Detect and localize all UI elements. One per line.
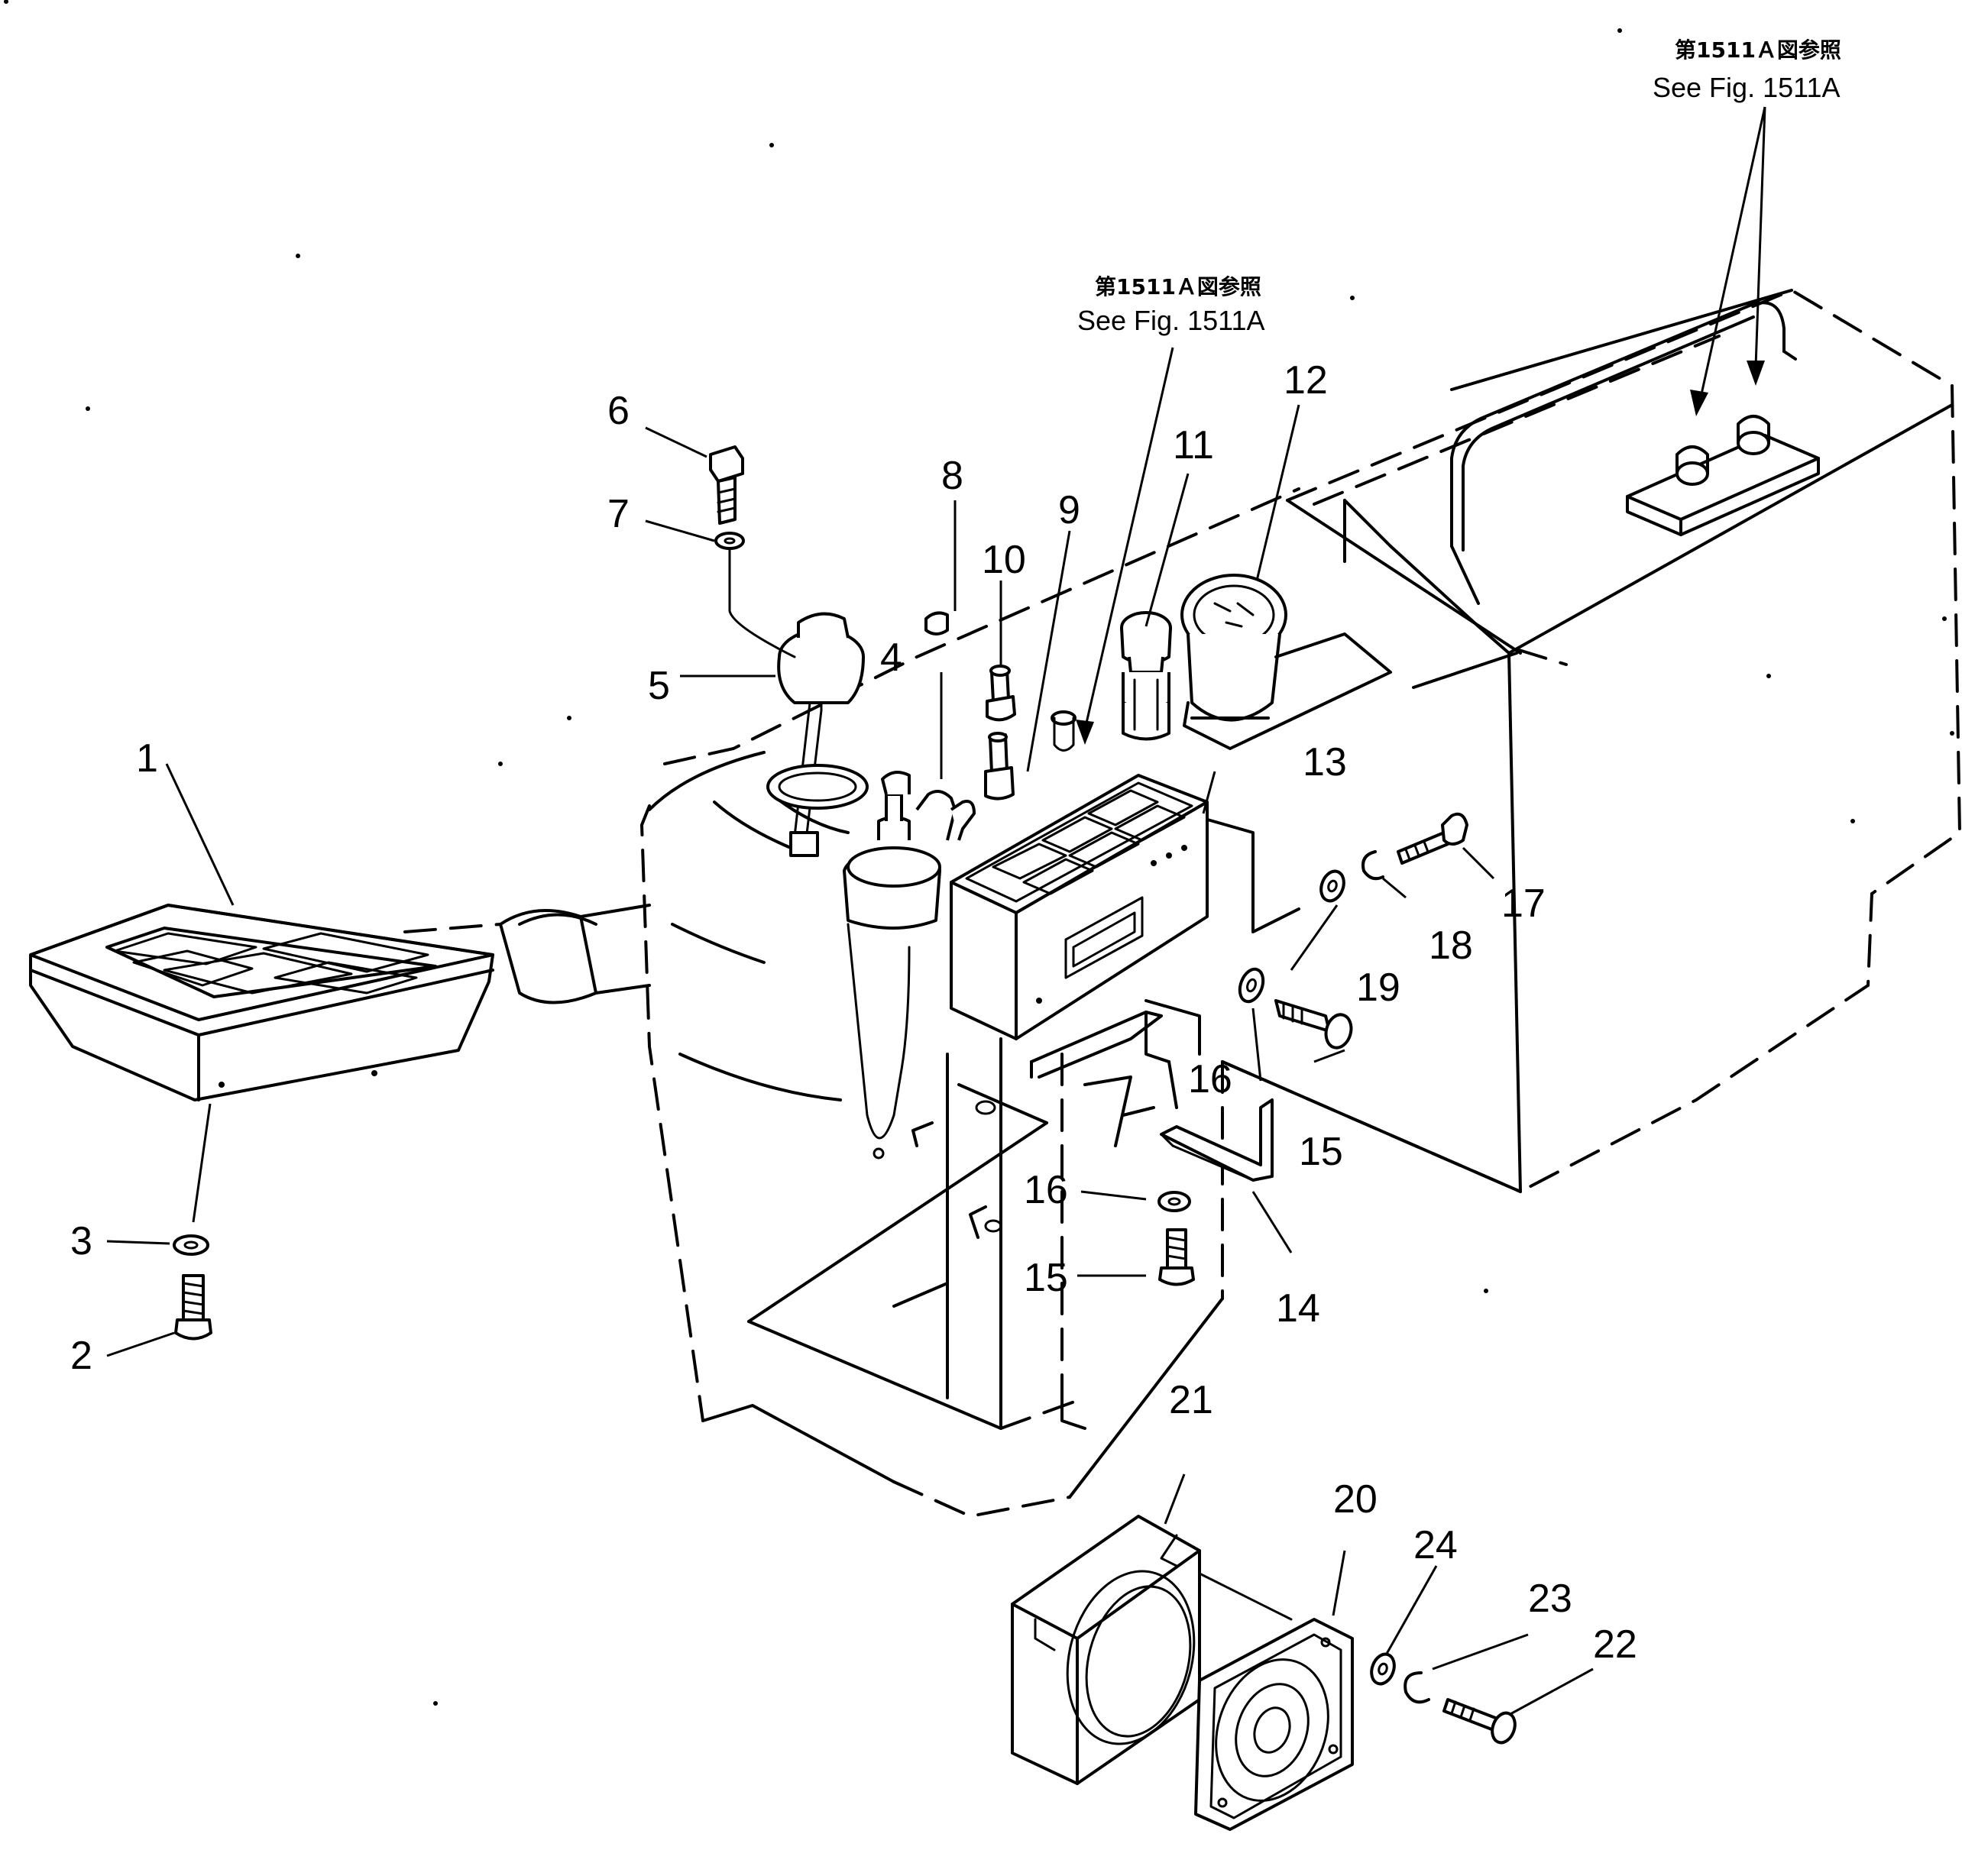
label-part-7: 7: [607, 492, 630, 536]
figure-references: 第1511Ａ図参照 See Fig. 1511A 第1511Ａ図参照 See F…: [1077, 37, 1841, 336]
plug-8: [924, 611, 949, 636]
ref-center-jp: 第1511Ａ図参照: [1095, 274, 1261, 299]
part-labels: 1 2 3 4 5 6 7 8 9 10 11 12 13 14 15 15 1…: [70, 358, 1637, 1667]
label-part-19: 19: [1356, 965, 1400, 1010]
label-part-17: 17: [1501, 881, 1546, 926]
connector-bracket: [1626, 415, 1820, 536]
handrail: [1450, 301, 1797, 605]
bolt-6: [709, 445, 744, 525]
label-part-9: 9: [1058, 488, 1080, 532]
steering-column: [403, 904, 651, 1004]
label-part-20: 20: [1333, 1477, 1378, 1522]
label-part-16-lower: 16: [1024, 1168, 1068, 1212]
speaker-20: [1194, 1618, 1354, 1831]
bracket-14: [1160, 1098, 1274, 1182]
label-part-15-right: 15: [1299, 1130, 1343, 1174]
label-part-12: 12: [1284, 358, 1328, 403]
scan-specks: [4, 0, 1954, 1706]
washer-3: [173, 1234, 209, 1256]
label-part-4: 4: [880, 636, 902, 680]
washer-24: [1370, 1652, 1396, 1686]
knob-11: [1120, 611, 1172, 741]
lockwasher-23: [1404, 1671, 1430, 1704]
label-part-13: 13: [1303, 740, 1347, 784]
key-switch-4: [843, 771, 976, 1160]
ref-center-en: See Fig. 1511A: [1077, 305, 1265, 336]
washer-19: [1319, 869, 1345, 903]
leader-7-5: [728, 548, 796, 658]
label-part-8: 8: [941, 454, 963, 498]
speaker-box-21: [1011, 1515, 1201, 1785]
console-body: [639, 487, 1522, 1519]
label-part-14: 14: [1276, 1286, 1320, 1331]
ref-top-right-en: See Fig. 1511A: [1653, 72, 1841, 103]
washer-16-lower: [1157, 1191, 1191, 1212]
label-part-6: 6: [607, 389, 630, 433]
washer-7: [714, 532, 745, 550]
bolt-15-lower: [1158, 1228, 1195, 1286]
bolt-22: [1442, 1698, 1517, 1745]
gauge-12: [1180, 574, 1392, 750]
mount-arm: [1030, 1011, 1178, 1109]
reference-arrows: [1076, 106, 1766, 745]
bolt-17: [1397, 812, 1468, 865]
lockwasher-18: [1361, 850, 1384, 881]
ref-top-right-jp: 第1511Ａ図参照: [1675, 37, 1841, 63]
label-part-21: 21: [1169, 1378, 1213, 1422]
switch-9: [984, 710, 1077, 801]
label-part-22: 22: [1593, 1622, 1637, 1667]
label-part-16-right: 16: [1188, 1057, 1232, 1101]
label-part-3: 3: [70, 1219, 92, 1263]
label-part-1: 1: [136, 736, 158, 781]
label-part-23: 23: [1528, 1577, 1572, 1621]
label-part-24: 24: [1413, 1523, 1458, 1567]
bolt-15-upper: [1274, 999, 1353, 1050]
label-part-11: 11: [1173, 423, 1214, 467]
label-part-10: 10: [982, 538, 1026, 582]
leader-lines: [106, 404, 1594, 1716]
label-part-18: 18: [1429, 923, 1473, 968]
speaker-guide-line: [1198, 1572, 1293, 1621]
dial-switch-5: [766, 612, 869, 857]
label-part-15-lower: 15: [1024, 1256, 1068, 1300]
switch-10: [986, 665, 1016, 722]
monitor-panel-1: [29, 904, 494, 1101]
label-part-2: 2: [70, 1334, 92, 1378]
switch-panel-13: [950, 774, 1209, 1040]
label-part-5: 5: [648, 664, 670, 708]
washer-16-upper: [1238, 967, 1265, 1004]
bolt-2: [174, 1274, 212, 1341]
